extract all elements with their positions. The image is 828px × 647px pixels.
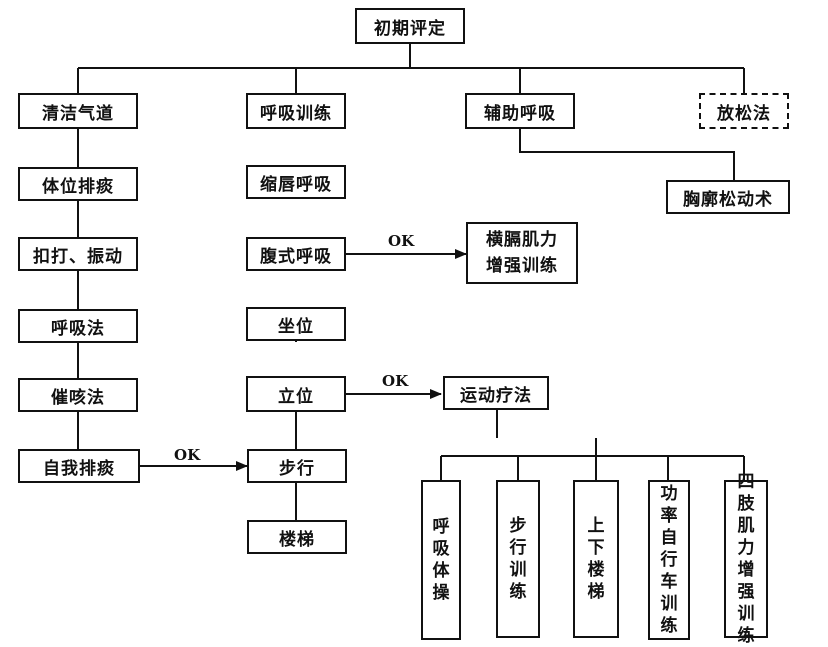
exercise-therapy: 运动疗法 — [443, 376, 549, 410]
vertical-char: 练 — [737, 626, 755, 646]
ok-label-exercise: OK — [382, 372, 409, 390]
vertical-char: 增 — [737, 560, 755, 580]
vertical-char: 力 — [737, 538, 755, 558]
exercise-stair-climbing: 上下楼梯 — [573, 480, 619, 638]
airway-step-cough-induction: 催咳法 — [18, 378, 138, 412]
diaphragm-strength-training: 横膈肌力 增强训练 — [466, 222, 578, 284]
vertical-char: 步 — [509, 516, 527, 536]
vertical-char: 练 — [509, 582, 527, 602]
vertical-char: 楼 — [587, 560, 605, 580]
vertical-char: 练 — [660, 616, 678, 636]
vertical-char: 率 — [660, 506, 678, 526]
vertical-char: 肢 — [737, 494, 755, 514]
vertical-char: 肌 — [737, 516, 755, 536]
vertical-char: 行 — [660, 550, 678, 570]
airway-step-percussion-vibration: 扣打、振动 — [18, 237, 138, 271]
vertical-char: 上 — [587, 516, 605, 536]
airway-step-breathing-method: 呼吸法 — [18, 309, 138, 343]
vertical-char: 体 — [432, 561, 450, 581]
vertical-char: 吸 — [432, 539, 450, 559]
vertical-char: 车 — [660, 572, 678, 592]
vertical-char: 呼 — [432, 517, 450, 537]
vertical-char: 训 — [509, 560, 527, 580]
branch-breathing-training: 呼吸训练 — [246, 93, 346, 129]
exercise-breathing-gymnastics: 呼吸体操 — [421, 480, 461, 640]
vertical-char: 训 — [737, 604, 755, 624]
vertical-char: 四 — [737, 472, 755, 492]
exercise-cycle-ergometer: 功率自行车训练 — [648, 480, 690, 640]
vertical-char: 强 — [737, 582, 755, 602]
branch-relaxation: 放松法 — [699, 93, 789, 129]
airway-step-postural-drainage: 体位排痰 — [18, 167, 138, 201]
branch-airway-clearance: 清洁气道 — [18, 93, 138, 129]
chest-mobilization: 胸廓松动术 — [666, 180, 790, 214]
breathing-step-stairs: 楼梯 — [247, 520, 347, 554]
branch-assisted-breathing: 辅助呼吸 — [465, 93, 575, 129]
diaphragm-line-2: 增强训练 — [486, 256, 558, 276]
breathing-step-pursed-lip: 缩唇呼吸 — [246, 165, 346, 199]
root-initial-assessment: 初期评定 — [355, 8, 465, 44]
vertical-char: 行 — [509, 538, 527, 558]
vertical-char: 功 — [660, 484, 678, 504]
vertical-char: 操 — [432, 583, 450, 603]
vertical-char: 梯 — [587, 582, 605, 602]
exercise-limb-strength: 四肢肌力增强训练 — [724, 472, 768, 646]
breathing-step-walking: 步行 — [247, 449, 347, 483]
airway-step-self-drainage: 自我排痰 — [18, 449, 140, 483]
breathing-step-standing: 立位 — [246, 376, 346, 412]
diaphragm-line-1: 横膈肌力 — [486, 230, 558, 250]
ok-label-diaphragm: OK — [388, 232, 415, 250]
breathing-step-abdominal: 腹式呼吸 — [246, 237, 346, 271]
exercise-walking-training: 步行训练 — [496, 480, 540, 638]
vertical-char: 自 — [660, 528, 678, 548]
vertical-char: 训 — [660, 594, 678, 614]
breathing-step-sitting: 坐位 — [246, 307, 346, 341]
ok-label-walking: OK — [174, 446, 201, 464]
vertical-char: 下 — [587, 538, 605, 558]
